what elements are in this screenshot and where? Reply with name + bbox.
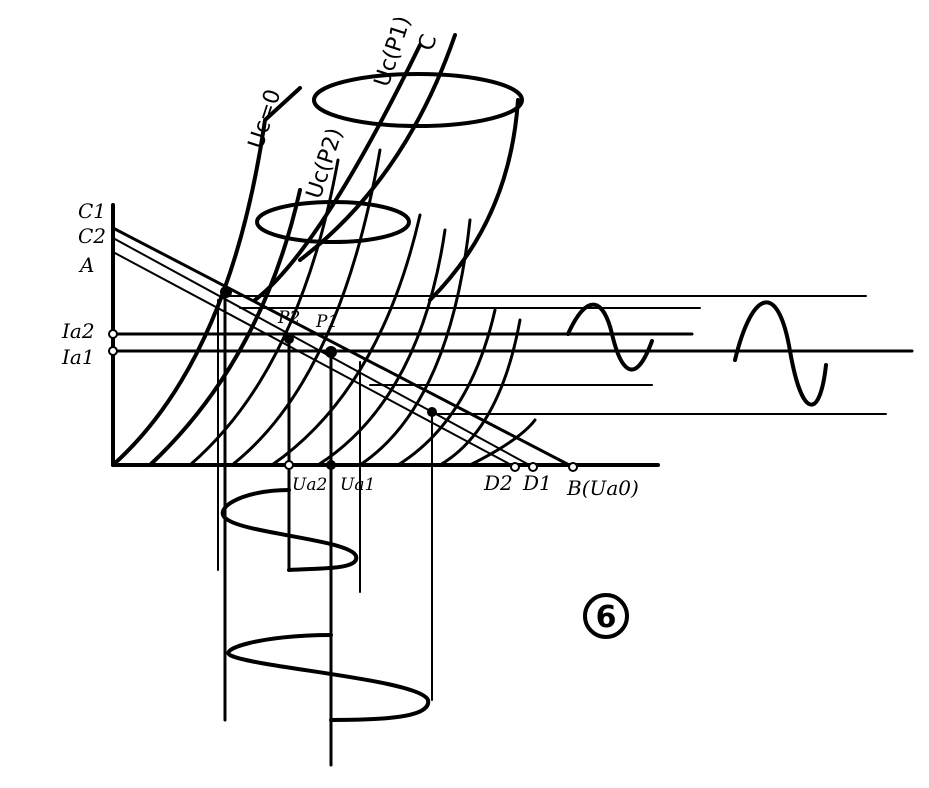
ia1-tick <box>108 346 118 356</box>
point-p2 <box>284 334 294 344</box>
projection-lines <box>217 283 433 767</box>
label-p2: P2 <box>277 308 300 328</box>
small-current-wave <box>566 302 654 372</box>
figure-number-circle <box>583 593 629 639</box>
large-voltage-wave <box>226 633 431 722</box>
label-b: B(Ua0) <box>566 476 639 500</box>
b-point <box>568 462 578 472</box>
characteristic-curves <box>111 33 537 467</box>
label-ia2: Ia2 <box>61 319 95 343</box>
label-c1: C1 <box>78 199 106 223</box>
label-a: A <box>78 253 94 277</box>
ua2-point <box>284 460 294 470</box>
label-uc-zero: Uc=0 <box>244 86 287 151</box>
figure-number: 6 <box>596 600 617 635</box>
label-c2: C2 <box>78 224 106 248</box>
large-current-wave <box>733 300 828 407</box>
lower-point <box>427 407 437 417</box>
d2-point <box>510 462 520 472</box>
middle-swing-ellipse <box>255 200 411 244</box>
label-uc-p1: Uc(P1) <box>370 13 416 90</box>
ia2-tick <box>108 329 118 339</box>
label-ia1: Ia1 <box>61 345 95 369</box>
small-voltage-wave <box>220 488 359 572</box>
label-d1: D1 <box>522 471 552 495</box>
current-lines <box>111 295 914 415</box>
upper-point <box>220 286 232 298</box>
label-c: C <box>414 32 443 54</box>
label-p1: P1 <box>315 312 338 332</box>
ua1-point <box>326 460 336 470</box>
label-d2: D2 <box>483 471 513 495</box>
upper-swing-ellipse <box>312 72 524 128</box>
point-p1 <box>325 346 337 358</box>
label-ua2: Ua2 <box>292 475 327 495</box>
d1-point <box>528 462 538 472</box>
label-ua1: Ua1 <box>340 475 375 495</box>
